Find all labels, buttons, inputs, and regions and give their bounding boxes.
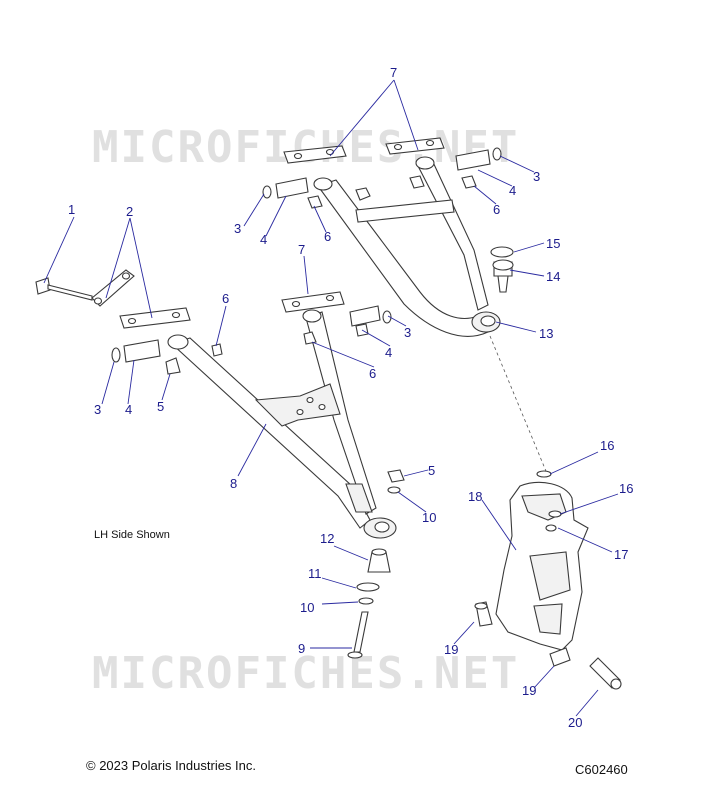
callout-7: 7 (298, 242, 305, 257)
callout-6: 6 (493, 202, 500, 217)
lower-arm-hardware (35, 269, 405, 494)
callout-11: 11 (308, 566, 322, 581)
callout-17: 17 (614, 547, 628, 562)
lower-ball-joint-stack (347, 548, 391, 659)
callout-14: 14 (546, 269, 560, 284)
callout-7: 7 (390, 65, 397, 80)
washer-upper-front (262, 185, 272, 199)
callout-4: 4 (385, 345, 392, 360)
callout-numbers: 7 1 2 3 4 6 3 4 6 15 14 13 7 6 3 4 6 3 4… (68, 65, 633, 730)
upper-ball-joint (490, 246, 514, 293)
callout-6: 6 (222, 291, 229, 306)
callout-16: 16 (619, 481, 633, 496)
callout-6: 6 (324, 229, 331, 244)
lower-a-arm (167, 309, 397, 539)
callout-8: 8 (230, 476, 237, 491)
callout-5: 5 (157, 399, 164, 414)
bushing-upper-front (275, 177, 309, 199)
callout-19: 19 (444, 642, 458, 657)
figure-code: C602460 (575, 762, 628, 777)
side-note: LH Side Shown (94, 529, 170, 541)
bushing-upper-rear (455, 149, 491, 171)
callout-3: 3 (94, 402, 101, 417)
upper-a-arm (313, 156, 501, 337)
callout-10: 10 (422, 510, 436, 525)
callout-16: 16 (600, 438, 614, 453)
callout-5: 5 (428, 463, 435, 478)
knuckle-hardware (474, 601, 622, 690)
watermark-top: MICROFICHES.NET (92, 122, 519, 173)
callout-18: 18 (468, 489, 482, 504)
callout-4: 4 (125, 402, 132, 417)
callout-3: 3 (533, 169, 540, 184)
callout-3: 3 (404, 325, 411, 340)
callout-2: 2 (126, 204, 133, 219)
watermark-bottom: MICROFICHES.NET (92, 648, 519, 699)
washer-upper-rear (492, 147, 502, 161)
leader-lines (43, 79, 619, 717)
callout-3: 3 (234, 221, 241, 236)
upper-arm-hardware (262, 137, 502, 209)
callout-4: 4 (509, 183, 516, 198)
copyright-text: © 2023 Polaris Industries Inc. (86, 758, 256, 773)
callout-19: 19 (522, 683, 536, 698)
callout-13: 13 (539, 326, 553, 341)
callout-1: 1 (68, 202, 75, 217)
callout-20: 20 (568, 715, 582, 730)
alignment-line (489, 335, 549, 477)
callout-4: 4 (260, 232, 267, 247)
callout-12: 12 (320, 531, 334, 546)
callout-6: 6 (369, 366, 376, 381)
callout-9: 9 (298, 641, 305, 656)
callout-10: 10 (300, 600, 314, 615)
callout-15: 15 (546, 236, 560, 251)
washer-16-top (536, 470, 552, 478)
steering-knuckle (495, 470, 589, 651)
